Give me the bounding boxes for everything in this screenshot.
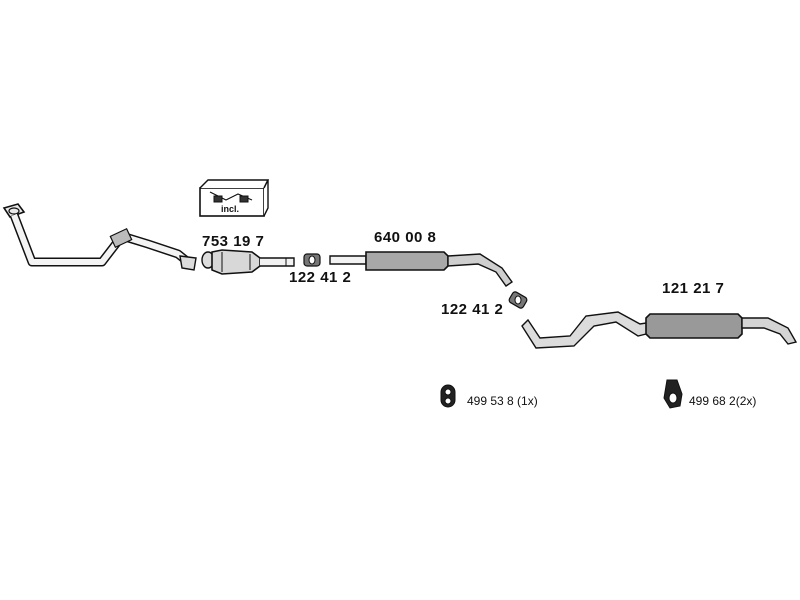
middle-silencer bbox=[329, 251, 513, 287]
rear-silencer bbox=[521, 311, 798, 349]
mount-label-2: 499 68 2(2x) bbox=[689, 394, 757, 408]
mount-label-1: 499 53 8 (1x) bbox=[467, 394, 538, 408]
kit-box-icon bbox=[199, 179, 270, 217]
part-number-catalyst: 753 19 7 bbox=[202, 233, 265, 250]
kit-box-label: incl. bbox=[221, 204, 240, 214]
clamp-2 bbox=[508, 291, 528, 309]
part-number-rear-silencer: 121 21 7 bbox=[662, 280, 725, 297]
rubber-mount-icon bbox=[440, 384, 456, 408]
part-number-clamp-2: 122 41 2 bbox=[441, 301, 504, 318]
clamp-1 bbox=[303, 253, 321, 267]
part-number-clamp-1: 122 41 2 bbox=[289, 269, 352, 286]
hanger-mount-icon bbox=[663, 379, 683, 409]
front-pipe bbox=[2, 203, 197, 271]
catalyst bbox=[201, 249, 295, 275]
part-number-middle-silencer: 640 00 8 bbox=[374, 229, 437, 246]
